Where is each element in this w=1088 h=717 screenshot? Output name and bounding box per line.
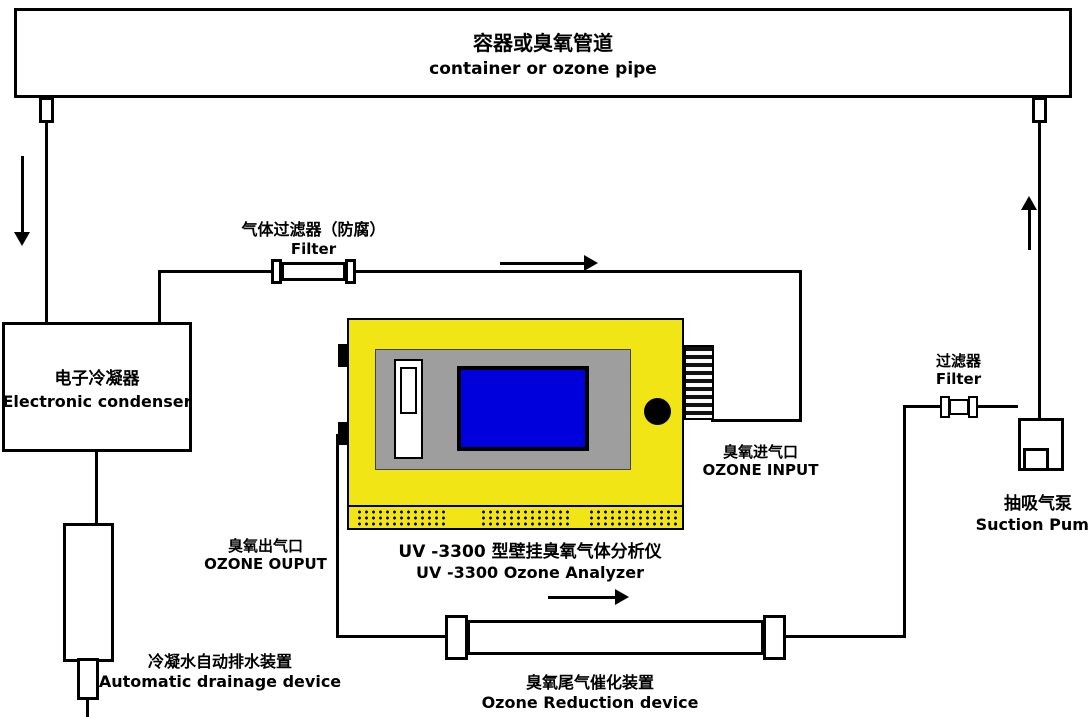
flowmeter-tube (400, 367, 417, 414)
gas-filter-label-zh: 气体过滤器（防腐） (241, 220, 386, 239)
ozone-input-connector (684, 345, 714, 420)
pump-up-line (1038, 121, 1041, 419)
drain-line (95, 451, 98, 524)
flow-arrow-right-2-icon (615, 589, 629, 605)
ozone-output-label-zh: 臭氧出气口 (227, 537, 303, 555)
flow-arrow-right-1-icon (584, 255, 598, 271)
reduction-label-en: Ozone Reduction device (481, 692, 699, 712)
output-line (336, 635, 450, 638)
ozone-input-label-en: OZONE INPUT (702, 461, 819, 480)
output-down-line (336, 434, 339, 638)
analyzer-screen (457, 366, 589, 451)
analyzer-label: UV -3300 型壁挂臭氧气体分析仪 UV -3300 Ozone Analy… (355, 542, 705, 582)
flow-arrow-right-1-shaft (500, 262, 585, 265)
input-line (711, 419, 802, 422)
sample-down-line (45, 120, 48, 322)
mount-tab-bottom (338, 422, 348, 445)
ozone-input-label-zh: 臭氧进气口 (722, 443, 798, 461)
gas-filter-cap-left (271, 259, 282, 284)
gas-filter-body (281, 262, 346, 281)
condenser-label-en: Electronic condenser (2, 391, 192, 411)
power-knob (644, 398, 671, 425)
pump-label: 抽吸气泵 Suction Pump (972, 494, 1088, 534)
flow-arrow-down-icon (14, 232, 30, 246)
filter-line (158, 270, 802, 273)
input-down-line (799, 270, 802, 422)
drainage-tube (77, 658, 99, 700)
drain-out-line (86, 697, 89, 717)
pump-label-zh: 抽吸气泵 (1004, 494, 1072, 514)
ozone-input-label: 臭氧进气口 OZONE INPUT (693, 443, 828, 480)
ozone-output-label: 臭氧出气口 OZONE OUPUT (198, 537, 333, 574)
drainage-label: 冷凝水自动排水装置 Automatic drainage device (95, 652, 345, 691)
right-filter-label: 过滤器 Filter (916, 352, 1001, 389)
drainage-outer (63, 523, 114, 662)
flow-arrow-up-icon (1021, 196, 1037, 210)
flow-arrow-down-shaft (21, 156, 24, 234)
pump-label-en: Suction Pump (975, 514, 1088, 534)
reduction-body (467, 620, 764, 655)
drainage-label-en: Automatic drainage device (98, 671, 342, 691)
gas-filter-cap-right (345, 259, 356, 284)
reduction-cap-right (763, 615, 786, 660)
right-filter-label-en: Filter (935, 370, 982, 389)
pipe-connector-right (1032, 97, 1047, 123)
gas-filter-label: 气体过滤器（防腐） Filter (226, 220, 401, 258)
reduction-label: 臭氧尾气催化装置 Ozone Reduction device (430, 673, 750, 712)
condenser-out-line (158, 270, 161, 324)
flow-arrow-right-2-shaft (548, 596, 616, 599)
mount-tab-top (338, 344, 348, 367)
vent-holes-2 (480, 509, 570, 526)
ozone-output-label-en: OZONE OUPUT (204, 555, 327, 574)
reduction-cap-left (445, 615, 468, 660)
container-label-en: container or ozone pipe (429, 59, 657, 79)
container-pipe-box: 容器或臭氧管道 container or ozone pipe (14, 8, 1072, 98)
right-filter-cap-right (968, 396, 978, 418)
exhaust-line (784, 635, 906, 638)
right-filter-label-zh: 过滤器 (935, 352, 981, 370)
analyzer-label-en: UV -3300 Ozone Analyzer (416, 562, 644, 582)
condenser-label-zh: 电子冷凝器 (54, 368, 140, 389)
container-label-zh: 容器或臭氧管道 (473, 31, 613, 55)
analyzer-label-zh: UV -3300 型壁挂臭氧气体分析仪 (398, 542, 662, 562)
gas-filter-label-en: Filter (290, 239, 337, 258)
condenser-box: 电子冷凝器 Electronic condenser (2, 322, 192, 452)
exhaust-up-line (903, 405, 906, 638)
vent-holes-3 (588, 509, 678, 526)
pump-inner (1023, 448, 1049, 471)
right-filter-body (949, 399, 969, 415)
vent-holes-1 (356, 509, 446, 526)
flow-arrow-up-shaft (1028, 210, 1031, 250)
pipe-connector-left (39, 97, 54, 123)
drainage-label-zh: 冷凝水自动排水装置 (147, 652, 292, 671)
reduction-label-zh: 臭氧尾气催化装置 (525, 673, 654, 692)
